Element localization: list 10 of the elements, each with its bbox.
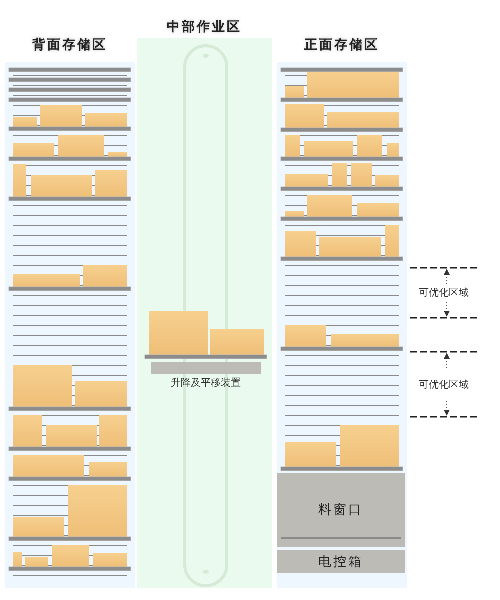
- dimension-label: 可优化区域: [418, 286, 470, 300]
- panel-label: 料窗口: [318, 502, 364, 519]
- zone-heading: 背面存储区: [31, 36, 108, 54]
- dimension-label: 可优化区域: [418, 378, 470, 392]
- zone-heading: 中部作业区: [166, 18, 243, 36]
- device-label: 升降及平移装置: [170, 376, 242, 390]
- control-cabinet-panel: [277, 550, 405, 573]
- zone-heading: 正面存储区: [304, 37, 380, 54]
- panel-label: 电控箱: [318, 554, 364, 570]
- material-window-panel: [277, 473, 405, 547]
